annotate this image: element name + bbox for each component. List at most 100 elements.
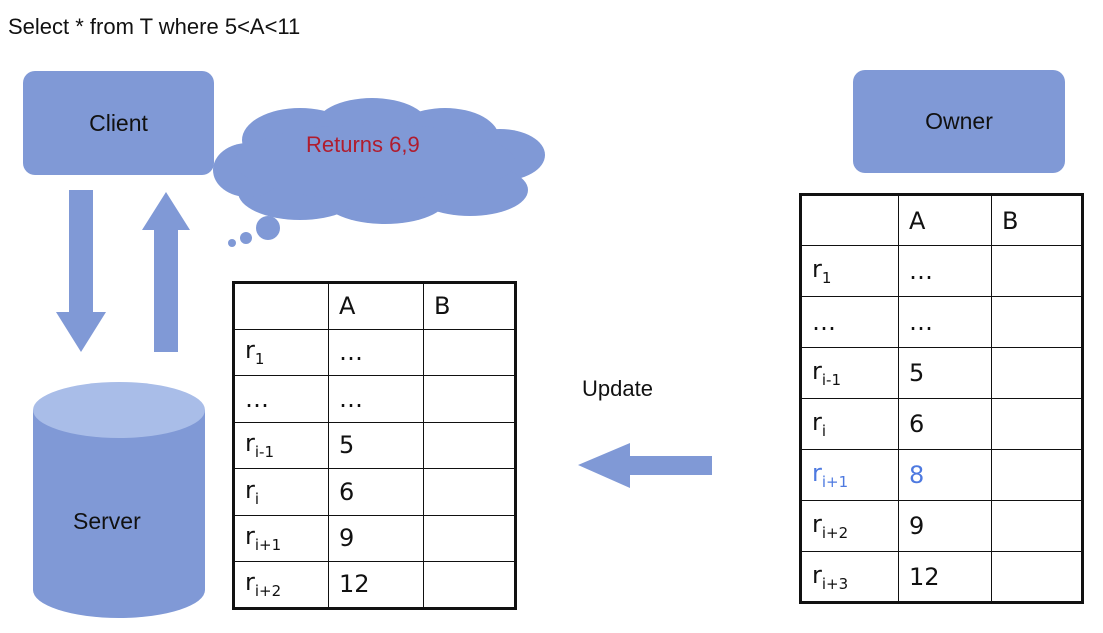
client-box: Client	[23, 71, 214, 175]
header-cell: B	[991, 194, 1083, 246]
value-a-cell: …	[898, 245, 993, 297]
value-b-cell	[423, 328, 516, 376]
value-a-cell: 5	[328, 421, 424, 469]
row-label: r	[812, 408, 822, 437]
owner-label: Owner	[925, 108, 993, 134]
arrow-up	[142, 192, 190, 352]
table-row: ……	[233, 375, 516, 423]
row-label-cell: ri+2	[233, 561, 329, 609]
value-a-cell: 9	[328, 514, 424, 562]
row-label-cell: ri+3	[799, 551, 900, 603]
server-label: Server	[73, 508, 141, 534]
thought-bubble-medium	[240, 232, 252, 244]
query-text: Select * from T where 5<A<11	[8, 14, 301, 39]
row-label-cell: ri+1	[799, 449, 900, 501]
row-label-cell: …	[799, 296, 900, 348]
thought-bubble-small	[228, 239, 236, 247]
row-label-cell: ri-1	[233, 421, 329, 469]
value-a-cell: …	[328, 328, 424, 376]
header-cell	[233, 282, 329, 330]
row-label: r	[245, 336, 255, 365]
value-a-cell: 9	[898, 500, 993, 552]
server-cylinder	[33, 382, 205, 618]
row-subscript: i+1	[821, 472, 849, 491]
row-label: r	[245, 522, 255, 551]
row-subscript: i+2	[821, 523, 849, 542]
header-cell: A	[328, 282, 424, 330]
row-subscript: i+3	[821, 574, 849, 593]
thought-bubble-large	[256, 216, 280, 240]
value-a-cell: …	[328, 375, 424, 423]
row-subscript: 1	[254, 350, 265, 369]
cloud-result-text: Returns 6,9	[306, 132, 420, 157]
row-label: r	[812, 510, 822, 539]
thought-cloud	[213, 98, 545, 224]
value-a-cell: 6	[328, 468, 424, 516]
value-b-cell	[423, 561, 516, 609]
value-b-cell	[991, 296, 1083, 348]
table-row: r1…	[233, 328, 516, 376]
value-b-cell	[423, 468, 516, 516]
table-row: ……	[799, 296, 1083, 348]
value-b-cell	[991, 449, 1083, 501]
value-b-cell	[991, 500, 1083, 552]
value-b-cell	[423, 421, 516, 469]
row-label: r	[812, 255, 822, 284]
value-b-cell	[991, 347, 1083, 399]
row-subscript: i-1	[254, 443, 274, 462]
row-label-cell: ri+2	[799, 500, 900, 552]
arrow-down	[56, 190, 106, 352]
row-subscript: i	[821, 421, 827, 440]
row-label: r	[245, 568, 255, 597]
value-a-cell: 12	[898, 551, 993, 603]
header-cell: B	[423, 282, 516, 330]
row-label: …	[812, 308, 836, 336]
row-subscript: i-1	[821, 370, 841, 389]
header-cell	[799, 194, 900, 246]
row-label-cell: r1	[799, 245, 900, 297]
value-a-cell: …	[898, 296, 993, 348]
row-label: r	[812, 560, 822, 589]
row-label-cell: ri	[799, 398, 900, 450]
owner-box: Owner	[853, 70, 1065, 173]
client-label: Client	[89, 109, 148, 136]
value-b-cell	[423, 514, 516, 562]
arrow-left	[578, 443, 712, 488]
row-label: r	[812, 459, 822, 488]
value-a-cell: 5	[898, 347, 993, 399]
row-label-cell: ri	[233, 468, 329, 516]
row-label: r	[812, 357, 822, 386]
row-subscript: i	[254, 489, 260, 508]
row-subscript: i+2	[254, 582, 282, 601]
row-label-cell: ri-1	[799, 347, 900, 399]
row-label: …	[245, 384, 269, 413]
row-label: r	[245, 429, 255, 458]
value-b-cell	[991, 551, 1083, 603]
row-subscript: i+1	[254, 536, 282, 555]
row-label-cell: …	[233, 375, 329, 423]
row-label: r	[245, 475, 255, 504]
value-b-cell	[991, 245, 1083, 297]
row-label-cell: ri+1	[233, 514, 329, 562]
row-label-cell: r1	[233, 328, 329, 376]
value-b-cell	[423, 375, 516, 423]
value-a-cell: 6	[898, 398, 993, 450]
update-label: Update	[582, 376, 653, 401]
value-a-cell: 12	[328, 561, 424, 609]
value-a-cell: 8	[898, 449, 993, 501]
table-row: r1…	[799, 245, 1083, 297]
header-cell: A	[898, 194, 993, 246]
